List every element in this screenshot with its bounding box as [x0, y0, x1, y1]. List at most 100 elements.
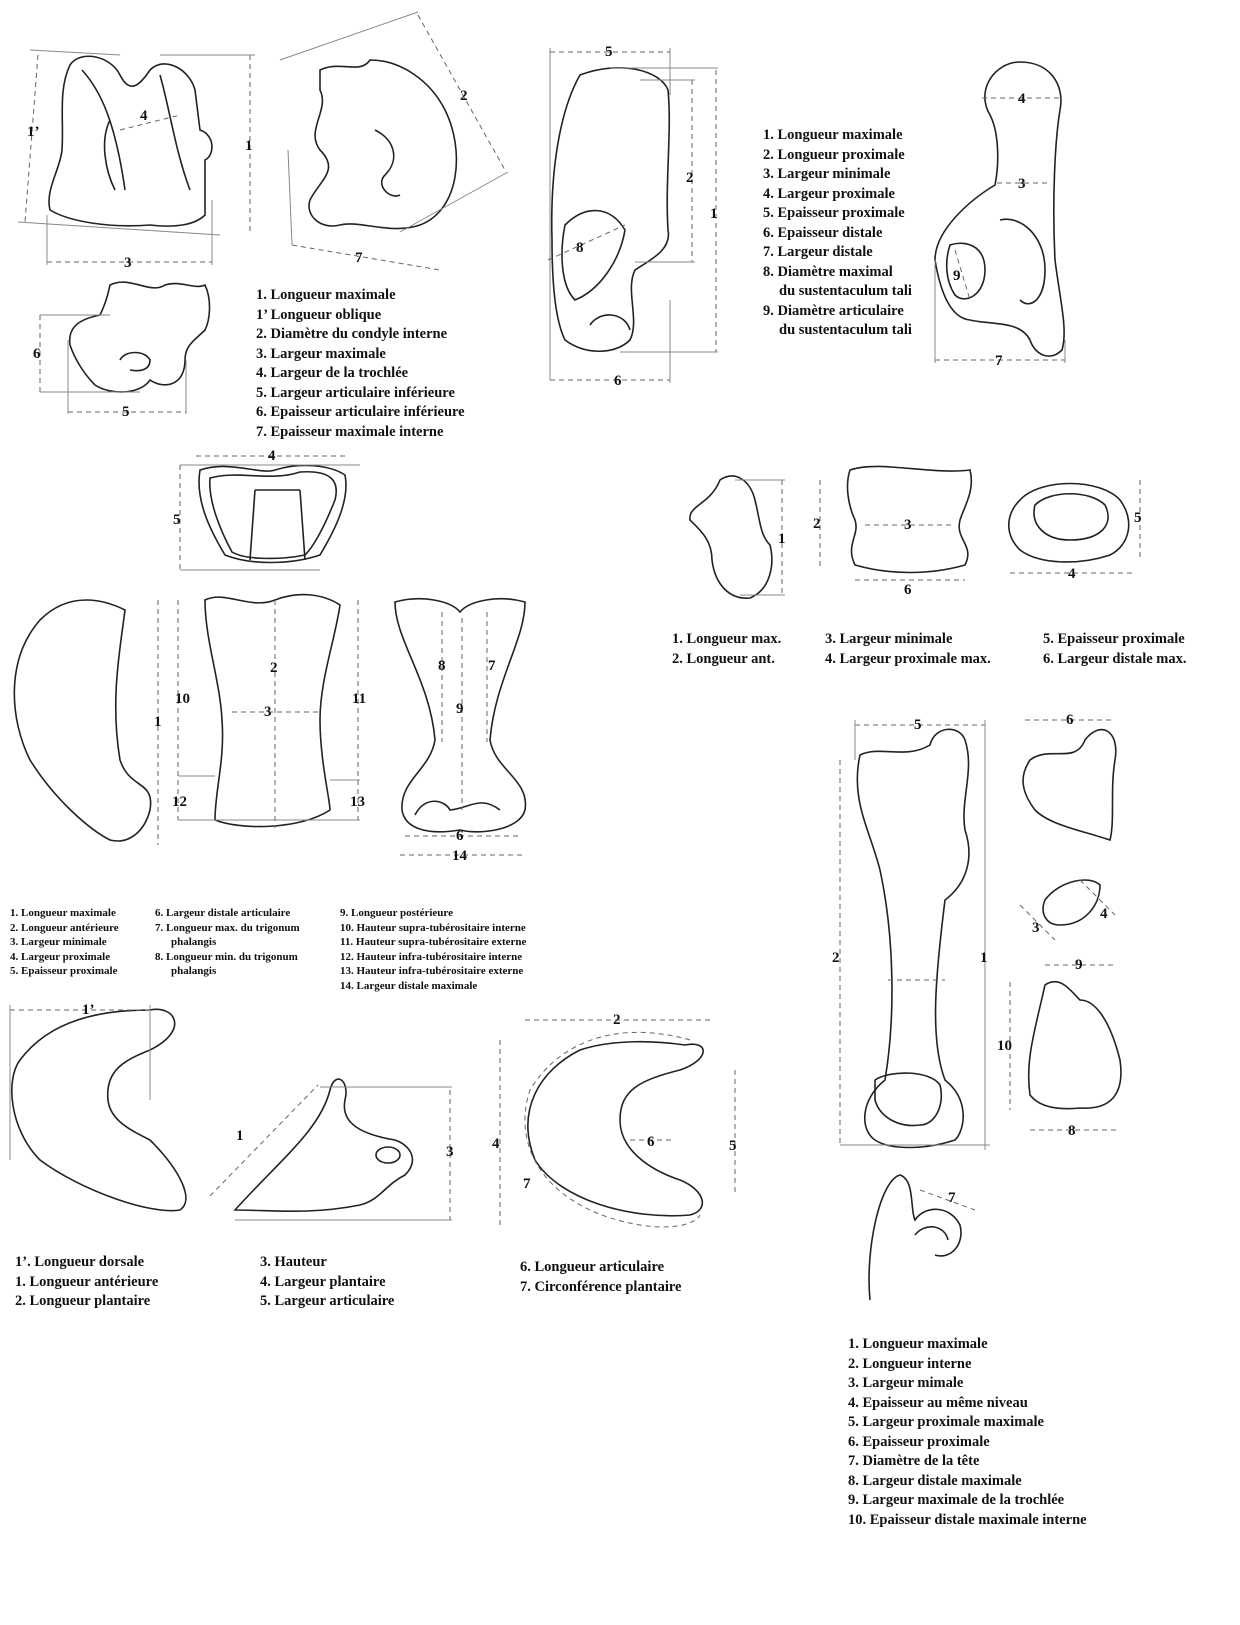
astragalus-front-view: 1’ 4 1 3 — [17, 49, 255, 271]
legend-item: 4. Largeur proximale max. — [825, 650, 991, 667]
legend-item: 2. Longueur proximale — [763, 146, 905, 163]
legend-item: 5. Largeur articulaire — [260, 1293, 395, 1309]
phalanx-figure: 4 5 2 10 3 11 1 12 13 8 7 9 6 14 — [13, 448, 527, 864]
legend-item: 3. Largeur maximale — [256, 345, 386, 362]
label: 7 — [995, 353, 1003, 369]
label: 7 — [523, 1176, 531, 1192]
label: 4 — [492, 1136, 500, 1152]
label: 1’ — [82, 1002, 95, 1018]
label: 1 — [154, 714, 162, 730]
phalanx-legend-col1: 1. Longueur maximale 2. Longueur antérie… — [10, 906, 119, 979]
astragalus-legend: 1. Longueur maximale 1’ Longueur oblique… — [256, 286, 465, 442]
label: 6 — [33, 346, 41, 362]
label: 13 — [350, 794, 365, 810]
label: 6 — [1066, 712, 1074, 728]
scapula-figure: 4 3 9 7 — [934, 61, 1066, 369]
label: 12 — [172, 794, 187, 810]
label: 3 — [264, 704, 272, 720]
legend-item: 2. Longueur interne — [848, 1355, 972, 1372]
hoof-figure: 1’ 1 3 2 4 6 5 7 — [9, 1002, 737, 1228]
label: 5 — [914, 717, 922, 733]
legend-item: 3. Largeur minimale — [10, 936, 107, 948]
legend-item: 1. Longueur max. — [672, 631, 782, 647]
label: 1 — [980, 950, 988, 966]
legend-item: 4. Largeur de la trochlée — [256, 365, 409, 381]
label: 7 — [948, 1190, 956, 1206]
label: 1 — [710, 206, 718, 222]
legend-item: 7. Epaisseur maximale interne — [256, 423, 444, 440]
legend-item: 9. Longueur postérieure — [340, 907, 453, 919]
legend-item: 8. Longueur min. du trigonum — [155, 950, 298, 963]
legend-item: du sustentaculum tali — [779, 322, 912, 338]
label: 6 — [904, 582, 912, 598]
label: 7 — [488, 658, 496, 674]
legend-item: 3. Largeur minimale — [763, 166, 891, 182]
phalanx-legend-col2: 6. Largeur distale articulaire 7. Longue… — [155, 906, 300, 979]
legend-item: 2. Diamètre du condyle interne — [256, 326, 448, 342]
legend-item: 2. Longueur plantaire — [15, 1293, 151, 1309]
phalanx-legend-col3: 9. Longueur postérieure 10. Hauteur supr… — [340, 906, 526, 993]
label: 1 — [245, 138, 253, 154]
legend-item: du sustentaculum tali — [779, 283, 912, 299]
legend-item: 1. Longueur maximale — [763, 127, 903, 143]
calcaneus-legend: 1. Longueur maximale 2. Longueur proxima… — [763, 126, 912, 341]
label: 8 — [438, 658, 446, 674]
legend-item: phalangis — [171, 936, 217, 948]
legend-item: 1. Longueur maximale — [256, 287, 396, 303]
legend-item: 9. Diamètre articulaire — [763, 302, 904, 319]
legend-item: 8. Diamètre maximal — [763, 263, 893, 280]
legend-item: 4. Largeur proximale — [763, 185, 895, 202]
label: 2 — [460, 88, 468, 104]
label: 2 — [613, 1012, 621, 1028]
label: 5 — [605, 44, 613, 60]
label: 1 — [778, 531, 786, 547]
label: 3 — [1018, 176, 1026, 192]
label: 4 — [140, 108, 148, 124]
legend-item: 5. Largeur articulaire inférieure — [256, 384, 455, 401]
legend-item: 4. Largeur plantaire — [260, 1273, 386, 1290]
legend-item: 1. Longueur maximale — [10, 907, 116, 919]
legend-item: 7. Longueur max. du trigonum — [155, 921, 300, 934]
legend-item: 1’ Longueur oblique — [256, 306, 382, 323]
label: 7 — [355, 250, 363, 266]
legend-item: 1’. Longueur dorsale — [15, 1254, 145, 1270]
label: 9 — [1075, 957, 1083, 973]
small-bones-figure: 1 2 3 6 5 4 — [689, 465, 1142, 599]
legend-item: 5. Epaisseur proximale — [10, 965, 118, 977]
small-bones-legend-col3: 5. Epaisseur proximale 6. Largeur distal… — [1043, 630, 1187, 669]
hoof-legend-col3: 6. Longueur articulaire 7. Circonférence… — [520, 1258, 681, 1297]
label: 11 — [352, 691, 366, 707]
hoof-legend-col2: 3. Hauteur 4. Largeur plantaire 5. Large… — [260, 1253, 394, 1312]
legend-item: 2. Longueur ant. — [672, 650, 775, 667]
legend-item: 3. Hauteur — [260, 1254, 327, 1270]
femur-legend: 1. Longueur maximale 2. Longueur interne… — [848, 1335, 1087, 1530]
label: 5 — [1134, 510, 1142, 526]
legend-item: 6. Epaisseur distale — [763, 224, 883, 241]
femur-figure: 5 2 1 6 3 4 9 10 8 7 — [832, 712, 1122, 1301]
label: 2 — [813, 516, 821, 532]
legend-item: 6. Largeur distale max. — [1043, 650, 1187, 667]
label: 3 — [124, 255, 132, 271]
label: 9 — [456, 701, 464, 717]
small-bones-legend-col2: 3. Largeur minimale 4. Largeur proximale… — [825, 630, 991, 669]
label: 2 — [270, 660, 278, 676]
label: 8 — [576, 240, 584, 256]
label: 10 — [175, 691, 190, 707]
legend-item: 6. Epaisseur articulaire inférieure — [256, 404, 465, 420]
legend-item: 14. Largeur distale maximale — [340, 979, 478, 992]
label: 4 — [1100, 906, 1108, 922]
label: 14 — [452, 848, 468, 864]
legend-item: 6. Largeur distale articulaire — [155, 907, 291, 919]
label: 2 — [686, 170, 694, 186]
label: 4 — [1018, 91, 1026, 107]
legend-item: 4. Largeur proximale — [10, 950, 111, 963]
label: 1 — [236, 1128, 244, 1144]
label: 6 — [647, 1134, 655, 1150]
legend-item: 1. Longueur maximale — [848, 1336, 988, 1352]
label: 5 — [729, 1138, 737, 1154]
legend-item: 10. Epaisseur distale maximale interne — [848, 1511, 1087, 1528]
legend-item: 2. Longueur antérieure — [10, 921, 119, 934]
legend-item: 6. Longueur articulaire — [520, 1259, 665, 1275]
label: 8 — [1068, 1123, 1076, 1139]
legend-item: 11. Hauteur supra-tubérositaire externe — [340, 936, 527, 948]
